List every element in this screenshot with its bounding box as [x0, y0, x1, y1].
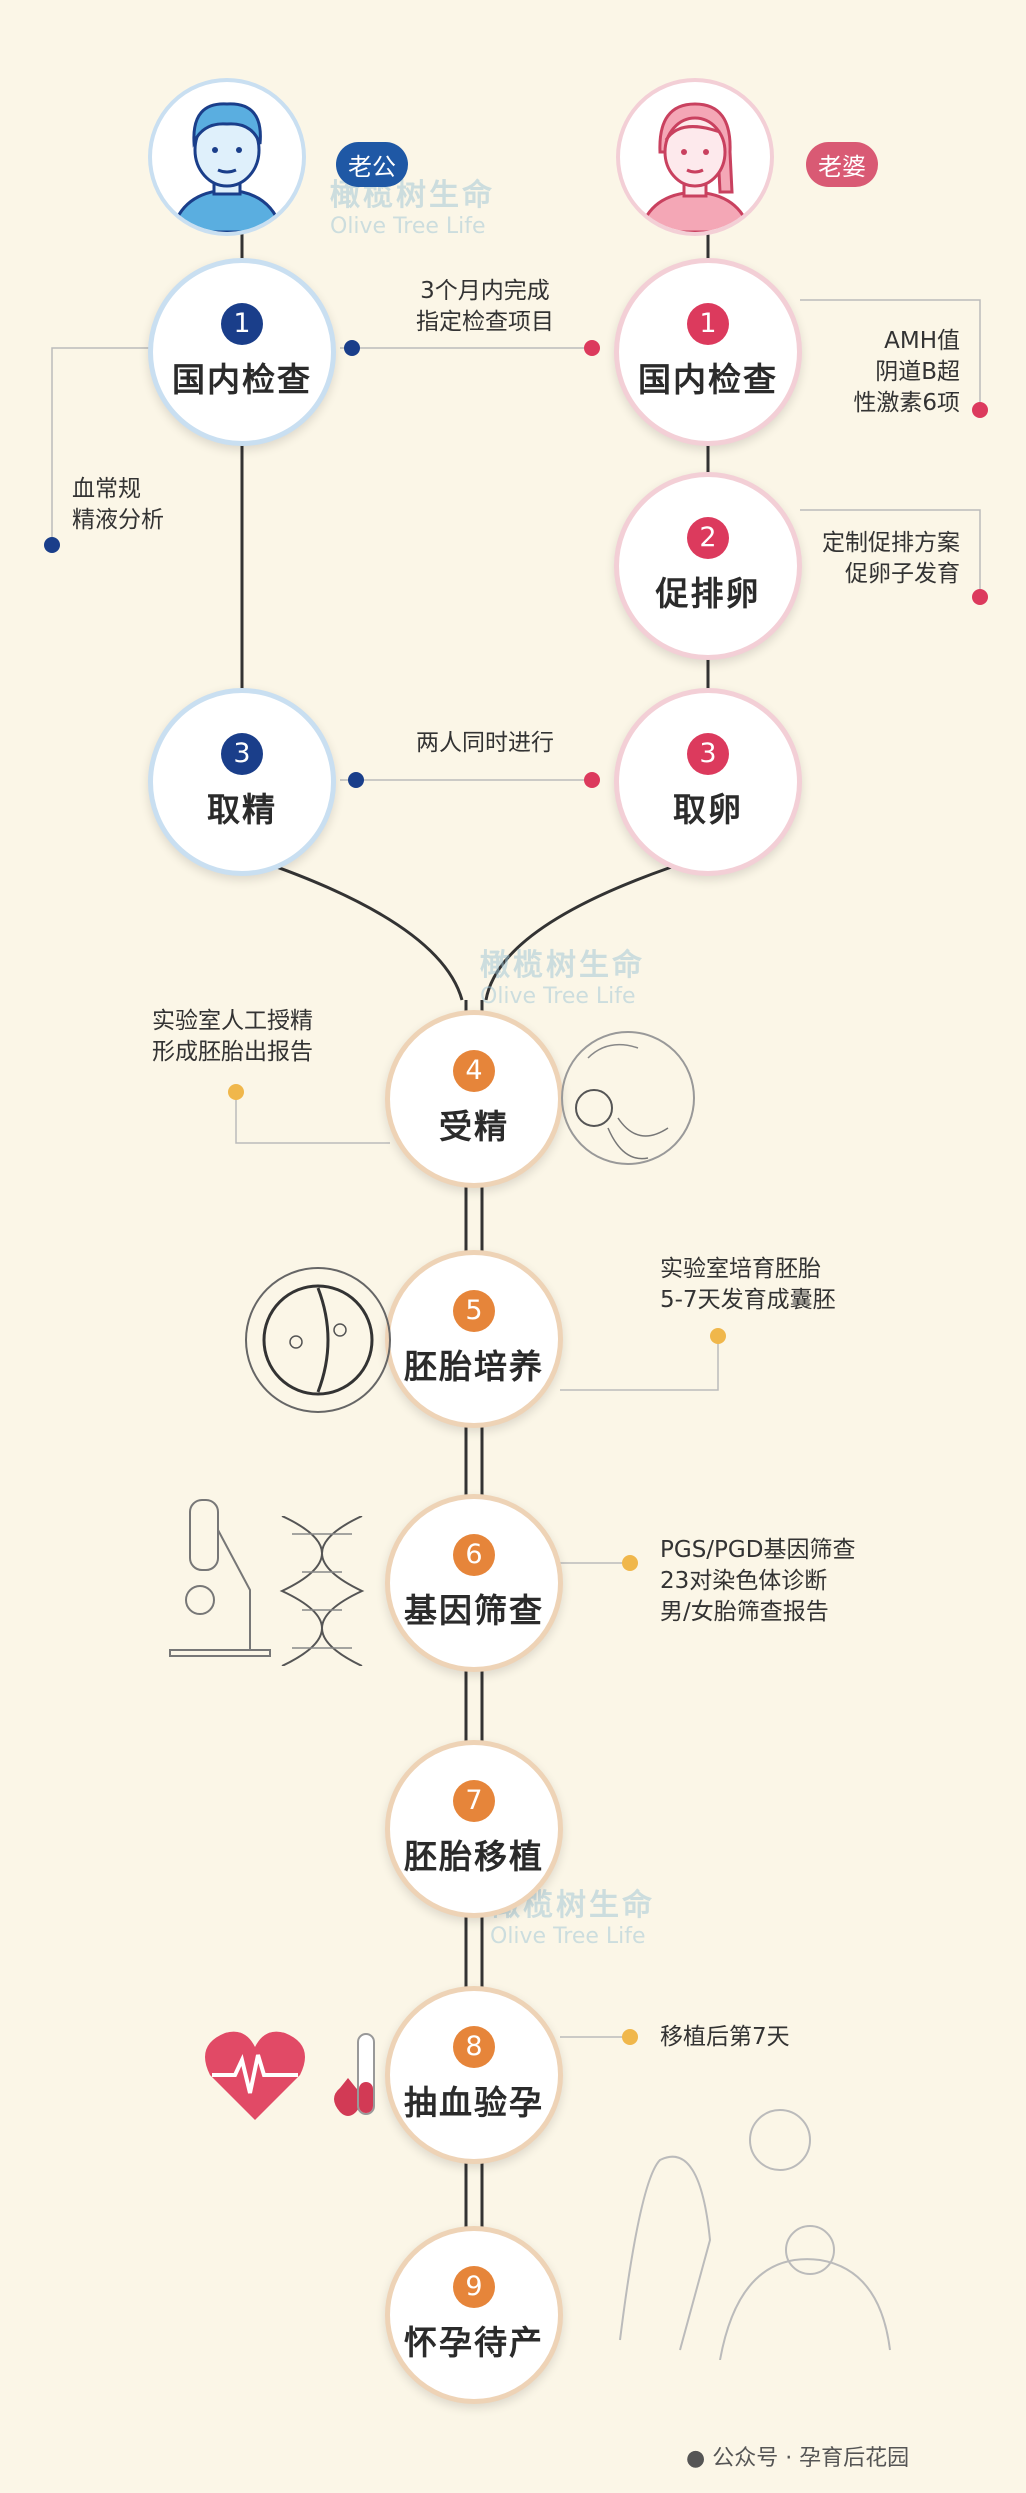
step-label: 抽血验孕: [404, 2083, 544, 2122]
step-label: 受精: [439, 1107, 509, 1146]
note-line: 移植后第7天: [660, 2024, 790, 2050]
step-label: 取精: [207, 790, 277, 829]
watermark-cn: 橄榄树生命: [480, 948, 645, 983]
step-screening: 6 基因筛查: [385, 1494, 563, 1672]
note-line: 阴道B超: [875, 359, 960, 385]
note-line: 男/女胎筛查报告: [660, 1599, 829, 1625]
note-screening: PGS/PGD基因筛查 23对染色体诊断 男/女胎筛查报告: [660, 1535, 855, 1628]
watermark-en: Olive Tree Life: [480, 984, 636, 1009]
note-line: 定制促排方案: [822, 530, 960, 556]
note-ovulation-plan: 定制促排方案 促卵子发育: [800, 528, 960, 590]
step-number: 1: [687, 303, 729, 345]
step-culture: 5 胚胎培养: [385, 1250, 563, 1428]
mother-illustration: [619, 2109, 891, 2360]
step-ovulation: 2 促排卵: [614, 472, 802, 660]
step-sperm-retrieval: 3 取精: [148, 688, 336, 876]
note-between-checks: 3个月内完成 指定检查项目: [385, 276, 585, 338]
step-number: 5: [453, 1290, 495, 1332]
note-line: 形成胚胎出报告: [152, 1039, 313, 1065]
note-line: 性激素6项: [853, 390, 960, 416]
watermark: 橄榄树生命 Olive Tree Life: [480, 940, 645, 1009]
man-avatar-icon: [148, 78, 306, 236]
microscope-icon: [169, 1499, 271, 1657]
step-label: 国内检查: [638, 360, 778, 399]
watermark-en: Olive Tree Life: [490, 1924, 646, 1949]
watermark-en: Olive Tree Life: [330, 214, 486, 239]
note-husband-tests: 血常规 精液分析: [72, 474, 164, 536]
step-number: 7: [453, 1780, 495, 1822]
note-simultaneous: 两人同时进行: [385, 728, 585, 759]
wife-badge: 老婆: [806, 142, 878, 187]
step-label: 基因筛查: [404, 1591, 544, 1630]
step-blood-test: 8 抽血验孕: [385, 1986, 563, 2164]
step-number: 4: [453, 1050, 495, 1092]
heart-pulse-icon: [205, 2031, 305, 2120]
note-culture: 实验室培育胚胎 5-7天发育成囊胚: [660, 1254, 836, 1316]
step-label: 促排卵: [655, 574, 761, 613]
step-label: 胚胎培养: [404, 1347, 544, 1386]
footer: ● 公众号 · 孕育后花园: [686, 2440, 909, 2472]
step-number: 3: [687, 733, 729, 775]
step-label: 取卵: [673, 790, 743, 829]
step-label: 国内检查: [172, 360, 312, 399]
step-egg-retrieval: 3 取卵: [614, 688, 802, 876]
note-line: 两人同时进行: [416, 730, 554, 756]
note-fertilization: 实验室人工授精 形成胚胎出报告: [152, 1006, 313, 1068]
note-line: AMH值: [884, 328, 960, 354]
note-line: 实验室人工授精: [152, 1008, 313, 1034]
step-number: 6: [453, 1534, 495, 1576]
embryo-icon: [245, 1267, 391, 1413]
step-label: 胚胎移植: [404, 1837, 544, 1876]
test-tube-icon: [334, 2033, 375, 2116]
egg-cell-icon: [561, 1031, 695, 1165]
step-number: 3: [221, 733, 263, 775]
step-label: 怀孕待产: [404, 2323, 544, 2362]
step-delivery: 9 怀孕待产: [385, 2226, 563, 2404]
note-line: 23对染色体诊断: [660, 1568, 828, 1594]
step-number: 2: [687, 517, 729, 559]
note-line: 指定检查项目: [416, 309, 554, 335]
note-blood-test: 移植后第7天: [660, 2022, 790, 2053]
note-line: 精液分析: [72, 507, 164, 533]
step-wife-check: 1 国内检查: [614, 258, 802, 446]
note-line: 血常规: [72, 476, 141, 502]
dna-icon: [279, 1516, 365, 1666]
note-line: 促卵子发育: [845, 561, 960, 587]
note-line: 3个月内完成: [420, 278, 550, 304]
note-line: 实验室培育胚胎: [660, 1256, 821, 1282]
step-fertilization: 4 受精: [385, 1010, 563, 1188]
step-husband-check: 1 国内检查: [148, 258, 336, 446]
footer-text: 公众号 · 孕育后花园: [712, 2446, 910, 2471]
step-number: 8: [453, 2026, 495, 2068]
step-number: 1: [221, 303, 263, 345]
note-line: PGS/PGD基因筛查: [660, 1537, 856, 1563]
husband-badge: 老公: [336, 142, 408, 187]
step-transfer: 7 胚胎移植: [385, 1740, 563, 1918]
note-wife-tests: AMH值 阴道B超 性激素6项: [830, 326, 960, 419]
woman-avatar-icon: [616, 78, 774, 236]
wechat-icon: ●: [686, 2446, 706, 2471]
note-line: 5-7天发育成囊胚: [660, 1287, 836, 1313]
step-number: 9: [453, 2266, 495, 2308]
